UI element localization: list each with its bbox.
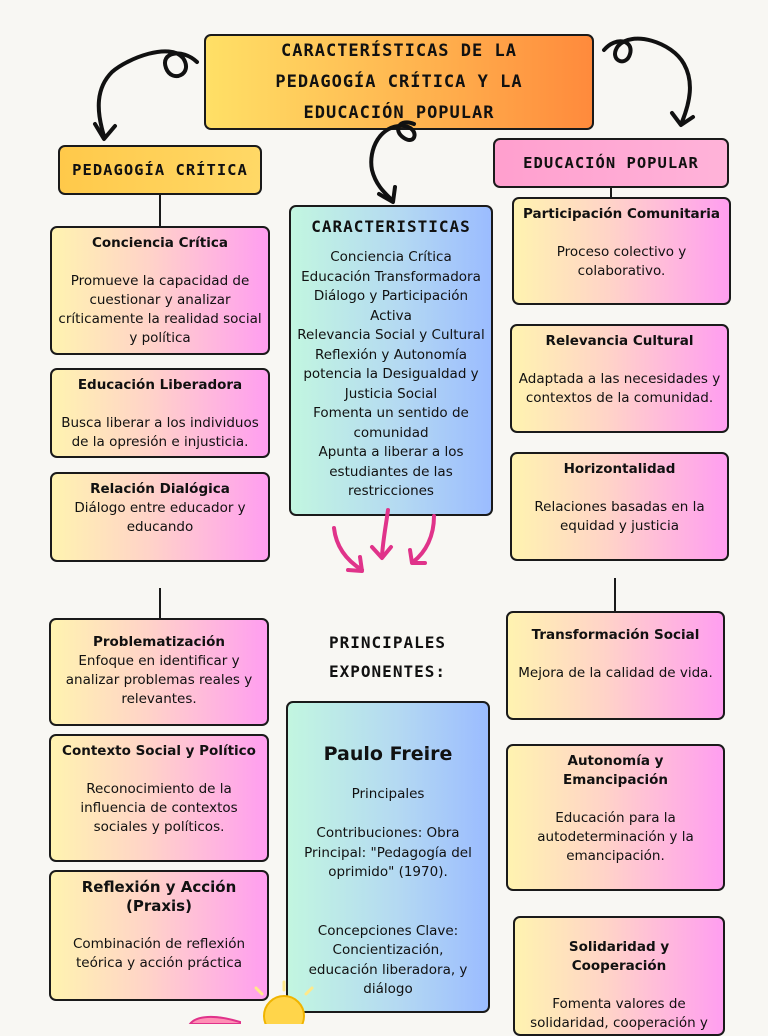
card-participacion-comunitaria: Participación Comunitaria Proceso colect… (512, 197, 731, 305)
card-transformacion-social: Transformación Social Mejora de la calid… (506, 611, 725, 720)
caracteristica-item: Conciencia Crítica (330, 249, 452, 265)
card-text: Enfoque en identificar y analizar proble… (65, 653, 253, 707)
pink-arrowhead-left-icon (346, 555, 364, 573)
pink-arrowhead-middle-icon (370, 545, 393, 560)
sticker-decoration-icon (188, 980, 314, 1024)
card-title: Transformación Social (531, 627, 700, 643)
exponent-name: Paulo Freire (323, 743, 453, 765)
curly-arrow-right-icon (602, 36, 692, 124)
card-solidaridad-cooperacion: Solidaridad y Cooperación Fomenta valore… (513, 916, 725, 1036)
card-text: Diálogo entre educador y educando (74, 500, 246, 535)
card-reflexion-accion: Reflexión y Acción (Praxis) Combinación … (49, 870, 269, 1001)
connector-line (159, 588, 161, 618)
title-line-2: PEDAGOGÍA CRÍTICA Y LA (275, 71, 523, 92)
card-relevancia-cultural: Relevancia Cultural Adaptada a las neces… (510, 324, 729, 433)
educacion-popular-heading: EDUCACIÓN POPULAR (493, 138, 729, 188)
exponent-paragraph: Principales (351, 785, 425, 802)
caracteristicas-box: CARACTERISTICAS Conciencia Crítica Educa… (289, 205, 493, 516)
card-title: Educación Liberadora (77, 377, 243, 393)
card-text: Proceso colectivo y colaborativo. (556, 244, 687, 279)
card-contexto-social: Contexto Social y Político Reconocimient… (49, 734, 269, 862)
caracteristica-item: potencia la Desigualdad y Justicia Socia… (303, 366, 479, 402)
curly-arrow-left-icon (96, 49, 199, 138)
card-text: Mejora de la calidad de vida. (518, 665, 713, 681)
card-text: Relaciones basadas en la equidad y justi… (534, 499, 705, 534)
caracteristicas-heading: CARACTERISTICAS (311, 217, 471, 236)
card-relacion-dialogica: Relación Dialógica Diálogo entre educado… (50, 472, 270, 562)
connector-line (614, 578, 616, 611)
pink-arrow-left-icon (332, 526, 364, 572)
card-educacion-liberadora: Educación Liberadora Busca liberar a los… (50, 368, 270, 458)
caracteristica-item: Relevancia Social y Cultural (297, 327, 485, 343)
curly-arrow-center-icon (369, 120, 417, 202)
connector-line (610, 188, 612, 198)
pink-arrow-right-icon (411, 514, 436, 564)
card-title: Relación Dialógica (90, 481, 230, 497)
pink-arrow-middle-icon (380, 508, 390, 558)
card-problematizacion: Problematización Enfoque en identificar … (49, 618, 269, 726)
card-horizontalidad: Horizontalidad Relaciones basadas en la … (510, 452, 729, 561)
exponentes-label-line-2: EXPONENTES: (329, 662, 446, 681)
card-text: Educación para la autodeterminación y la… (537, 810, 694, 864)
arrowhead-center-icon (377, 185, 397, 204)
exponentes-label: PRINCIPALES EXPONENTES: (300, 628, 475, 686)
arrowhead-left-icon (93, 122, 117, 141)
card-text: Combinación de reflexión teórica y acció… (72, 936, 246, 971)
card-title: Contexto Social y Político (62, 743, 256, 759)
card-text: Adaptada a las necesidades y contextos d… (518, 371, 721, 406)
caracteristicas-list: Conciencia Crítica Educación Transformad… (297, 248, 485, 502)
connector-line (159, 195, 161, 226)
card-text: Busca liberar a los individuos de la opr… (61, 415, 259, 450)
card-title: Problematización (92, 634, 225, 650)
caracteristica-item: Reflexión y Autonomía (314, 346, 468, 363)
card-conciencia-critica: Conciencia Crítica Promueve la capacidad… (50, 226, 270, 355)
caracteristica-item: Diálogo y Participación Activa (313, 288, 469, 324)
exponent-paragraph: Contribuciones: Obra Principal: "Pedagog… (304, 825, 472, 880)
card-title: Participación Comunitaria (522, 206, 721, 222)
card-autonomia-emancipacion: Autonomía y Emancipación Educación para … (506, 744, 725, 891)
pink-arrowhead-right-icon (408, 548, 427, 565)
caracteristica-item: Fomenta un sentido de comunidad (313, 405, 469, 441)
card-text: Reconocimiento de la influencia de conte… (80, 781, 238, 835)
title-line-3: EDUCACIÓN POPULAR (303, 102, 495, 123)
title-line-1: CARACTERÍSTICAS DE LA (281, 40, 517, 61)
card-title: Autonomía y Emancipación (563, 753, 668, 788)
exponent-paragraph: Concepciones Clave: Concientización, edu… (308, 922, 468, 998)
arrowhead-right-icon (670, 111, 695, 127)
paulo-freire-box: Paulo Freire Principales Contribuciones:… (286, 701, 490, 1013)
pedagogia-critica-heading: PEDAGOGÍA CRÍTICA (58, 145, 262, 195)
exponentes-label-line-1: PRINCIPALES (329, 633, 446, 652)
caracteristica-item: Educación Transformadora (301, 268, 481, 285)
card-title: Reflexión y Acción (Praxis) (81, 878, 237, 915)
caracteristica-item: Apunta a liberar a los estudiantes de la… (318, 444, 464, 499)
card-title: Horizontalidad (563, 461, 676, 477)
card-title: Relevancia Cultural (545, 333, 694, 349)
main-title: CARACTERÍSTICAS DE LA PEDAGOGÍA CRÍTICA … (204, 34, 594, 130)
card-title: Solidaridad y Cooperación (568, 939, 670, 974)
card-text: Promueve la capacidad de cuestionar y an… (58, 273, 262, 346)
card-title: Conciencia Crítica (91, 235, 228, 251)
